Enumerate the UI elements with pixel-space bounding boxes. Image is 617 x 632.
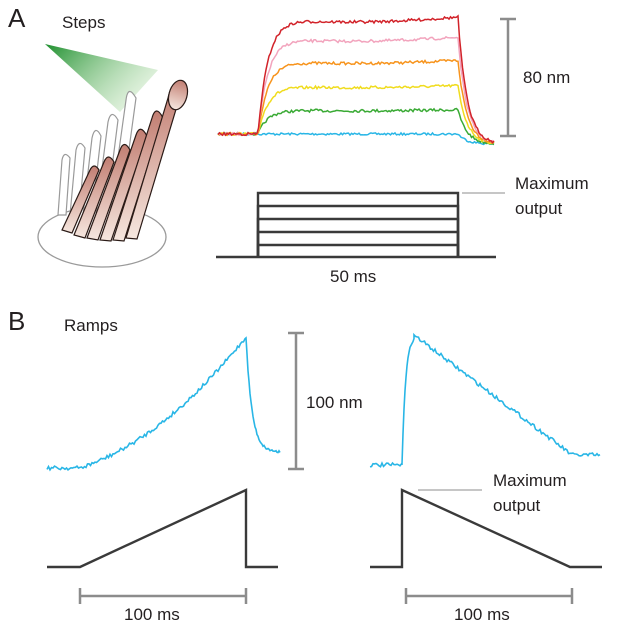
ramp-up-response-trace: [46, 336, 281, 472]
ramp-up-stimulus: [47, 488, 278, 569]
stereocilia: [61, 79, 189, 242]
max-output-label-a-line2: output: [515, 199, 563, 218]
step-trace: [217, 59, 495, 145]
ramp-down-stimulus: [370, 488, 602, 569]
ramp-down-response-trace: [369, 332, 601, 468]
step-trace: [217, 131, 495, 146]
panel-a-title: Steps: [62, 13, 105, 32]
time-label-left: 100 ms: [124, 605, 180, 624]
step-trace: [217, 14, 495, 144]
time-label-right: 100 ms: [454, 605, 510, 624]
max-output-label-b-line2: output: [493, 496, 541, 515]
max-output-label-b-line1: Maximum: [493, 471, 567, 490]
panel-a: A Steps: [8, 3, 589, 286]
stimulus-step: [256, 217, 460, 257]
panel-b: B Ramps 100 nm Maximum output 100 ms 10: [8, 306, 602, 624]
scale-bar-100nm-label: 100 nm: [306, 393, 363, 412]
probe-beam: [45, 44, 158, 112]
hair-bundle-illustration: [37, 44, 189, 268]
scale-bar-100nm: [288, 331, 304, 471]
panel-a-letter: A: [8, 3, 26, 33]
step-trace: [217, 107, 495, 146]
max-output-label-a-line1: Maximum: [515, 174, 589, 193]
stimulus-step: [256, 243, 460, 257]
time-label-50ms: 50 ms: [330, 267, 376, 286]
step-trace: [217, 35, 495, 143]
time-bar-right: [404, 588, 574, 604]
scale-bar-80nm-label: 80 nm: [523, 68, 570, 87]
step-response-traces: [217, 14, 495, 146]
step-trace: [217, 83, 495, 145]
time-bar-left: [78, 588, 248, 604]
stimulus-step: [256, 191, 460, 257]
scale-bar-80nm: [500, 17, 516, 138]
step-stimulus: [216, 191, 496, 259]
panel-b-letter: B: [8, 306, 25, 336]
panel-b-title: Ramps: [64, 316, 118, 335]
